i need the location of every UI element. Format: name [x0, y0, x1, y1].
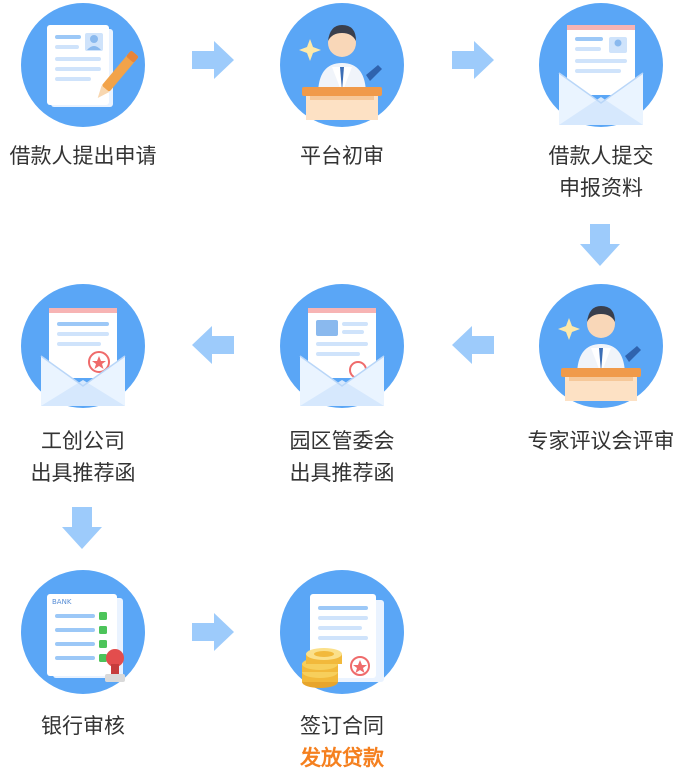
step-5-label: 园区管委会 出具推荐函: [242, 425, 442, 489]
step-6-icon: [21, 284, 145, 408]
arrow-right-icon: [192, 41, 234, 79]
arrow-down-icon: [580, 224, 620, 266]
step-1-icon: [21, 3, 145, 127]
step-1-line-1: 借款人提出申请: [9, 144, 157, 168]
step-3-line-1: 借款人提交: [548, 144, 654, 168]
step-5-icon: [280, 284, 404, 408]
step-2-label: 平台初审: [242, 140, 442, 172]
step-6-line-2: 出具推荐函: [30, 461, 136, 485]
step-2-line-1: 平台初审: [300, 144, 384, 168]
step-8-line-1: 签订合同: [300, 714, 384, 738]
step-2-icon: [280, 3, 404, 127]
arrow-right-icon: [452, 41, 494, 79]
step-7-line-1: 银行审核: [41, 714, 125, 738]
step-8-icon: [280, 570, 404, 694]
step-4-icon: [539, 284, 663, 408]
step-5-line-2: 出具推荐函: [289, 461, 395, 485]
step-4-line-1: 专家评议会评审: [527, 429, 675, 453]
step-7-icon: BANK: [21, 570, 145, 694]
arrow-right-icon: [192, 613, 234, 651]
step-1-label: 借款人提出申请: [0, 140, 183, 172]
step-8-label: 签订合同 发放贷款: [242, 710, 442, 774]
step-6-line-1: 工创公司: [41, 429, 125, 453]
step-4-label: 专家评议会评审: [501, 425, 683, 457]
step-3-label: 借款人提交 申报资料: [501, 140, 683, 204]
step-7-label: 银行审核: [0, 710, 183, 742]
step-3-icon: [539, 3, 663, 127]
arrow-left-icon: [452, 326, 494, 364]
step-6-label: 工创公司 出具推荐函: [0, 425, 183, 489]
bank-text: BANK: [52, 598, 72, 606]
arrow-down-icon: [62, 507, 102, 549]
arrow-left-icon: [192, 326, 234, 364]
step-5-line-1: 园区管委会: [289, 429, 395, 453]
step-3-line-2: 申报资料: [559, 176, 643, 200]
step-8-highlight: 发放贷款: [300, 746, 384, 770]
